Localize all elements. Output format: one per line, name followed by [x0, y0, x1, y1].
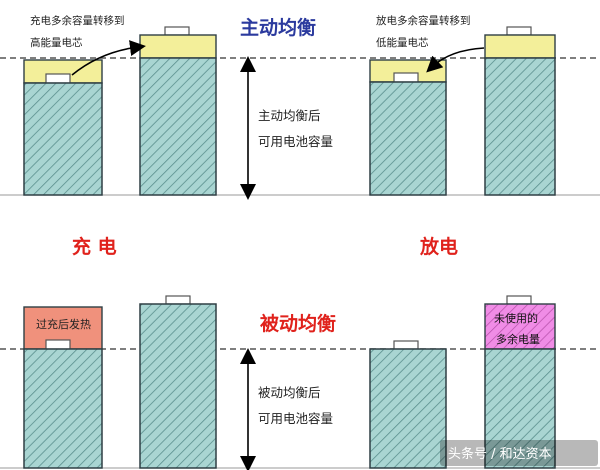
overcharge-label: 过充后发热 [36, 317, 91, 331]
surplus-yellow-block [484, 34, 556, 59]
unused-label-line2: 多余电量 [496, 332, 540, 346]
watermark-bg [440, 440, 598, 466]
bottom-discharge-cell-1 [369, 340, 447, 469]
cell-cap [165, 295, 191, 305]
top-discharge-cell-2 [484, 26, 556, 196]
cell-cap [393, 340, 419, 350]
passive-balancing-title: 被动均衡 [260, 312, 336, 335]
cell-cap [506, 295, 532, 305]
charge-note-line1: 充电多余容量转移到 [30, 14, 125, 27]
top-charge-cell-1 [23, 59, 103, 196]
passive-side-label-line2: 可用电池容量 [258, 411, 333, 426]
bottom-charge-cell-1: 过充后发热 [23, 306, 103, 469]
bottom-charge-cell-2 [139, 295, 217, 469]
unused-label-line1: 未使用的 [494, 311, 538, 325]
discharge-note-line1: 放电多余容量转移到 [376, 14, 471, 27]
cell-cap [45, 339, 71, 350]
active-balancing-title: 主动均衡 [240, 16, 316, 39]
cell-cap [393, 72, 419, 83]
cell-body [484, 348, 556, 469]
discharge-label: 放电 [419, 235, 458, 258]
top-charge-cell-2 [139, 26, 217, 196]
cell-body [369, 81, 447, 196]
discharge-note-line2: 低能量电芯 [376, 36, 429, 49]
cell-cap [45, 73, 71, 84]
surplus-yellow-block [139, 34, 217, 59]
discharge-transfer-arrow [426, 47, 485, 73]
cell-body [484, 57, 556, 196]
active-balancing-section: 充电多余容量转移到 高能量电芯 主动均衡 主动均衡后 可用电池容量 放电多余容量… [0, 14, 600, 200]
top-discharge-cell-1 [369, 59, 447, 196]
charge-transfer-arrow [71, 40, 146, 76]
active-side-label-line1: 主动均衡后 [258, 108, 321, 123]
unused-surplus-block [484, 303, 556, 350]
cell-body [139, 57, 217, 196]
charge-note-line2: 高能量电芯 [30, 36, 83, 49]
cell-cap [506, 26, 532, 36]
bottom-discharge-cell-2: 未使用的 多余电量 [484, 295, 556, 469]
cell-body [23, 348, 103, 469]
cell-cap [164, 26, 190, 36]
cell-body [139, 303, 217, 469]
watermark-text: 头条号 / 和达资本 [448, 446, 552, 462]
charge-label: 充 电 [72, 235, 117, 258]
cell-body [23, 82, 103, 196]
active-side-label-line2: 可用电池容量 [258, 134, 333, 149]
passive-balancing-section: 过充后发热 被动均衡 被动均衡后 可用电池容量 未使用的 多余电量 [0, 295, 600, 470]
watermark: 头条号 / 和达资本 [440, 440, 598, 466]
passive-side-label-line1: 被动均衡后 [258, 385, 321, 400]
cell-body [369, 348, 447, 469]
